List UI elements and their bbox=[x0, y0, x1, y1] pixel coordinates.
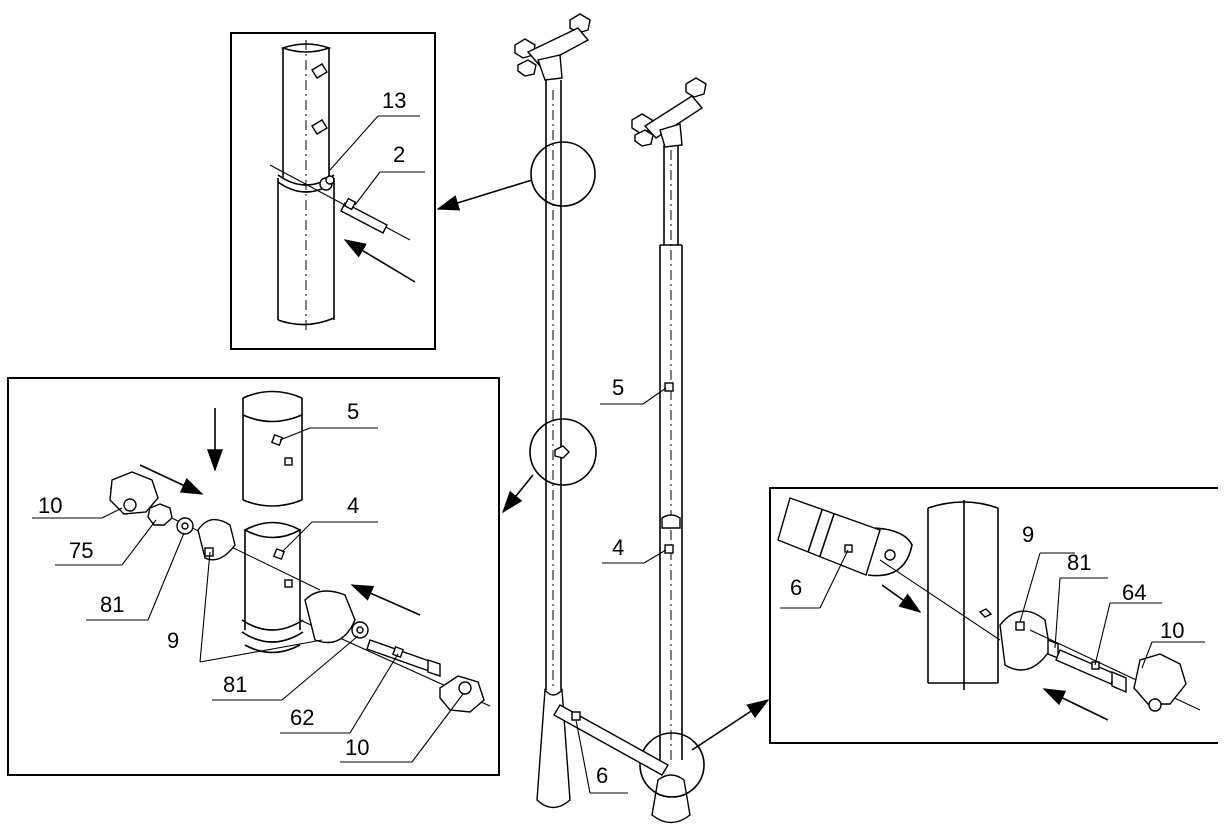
direction-arrow-top bbox=[343, 239, 416, 283]
detail-circle-bottom bbox=[639, 732, 705, 798]
bolt-64 bbox=[1055, 649, 1127, 694]
washer-81-detail bbox=[1047, 638, 1059, 660]
detail-circle-top bbox=[530, 141, 596, 207]
callout-6-main: 6 bbox=[596, 763, 608, 788]
vertical-pole bbox=[927, 500, 999, 690]
upper-tube-section bbox=[242, 390, 303, 507]
callout-9-left: 9 bbox=[167, 628, 179, 653]
callout-4-left: 4 bbox=[347, 493, 359, 518]
cap-9-detail bbox=[999, 610, 1051, 671]
callout-5-main: 5 bbox=[612, 375, 624, 400]
washer-81-left bbox=[176, 517, 194, 535]
callout-4-main: 4 bbox=[612, 535, 624, 560]
knob-5-main bbox=[664, 382, 674, 392]
direction-arrow-left-fasteners bbox=[139, 464, 204, 495]
left-detail-panel: 5 4 10 75 81 9 81 62 10 bbox=[7, 377, 500, 776]
callout-62: 62 bbox=[290, 705, 314, 730]
callout-10-right-detail: 10 bbox=[1160, 618, 1184, 643]
callout-5-left: 5 bbox=[347, 399, 359, 424]
pointer-to-left-detail bbox=[501, 474, 534, 514]
tube-6 bbox=[777, 497, 913, 577]
callout-6-right: 6 bbox=[790, 575, 802, 600]
direction-arrow-right-detail-b bbox=[1042, 688, 1109, 721]
left-detail-frame bbox=[7, 377, 500, 776]
washer-81-right bbox=[351, 621, 369, 639]
callout-64: 64 bbox=[1122, 580, 1146, 605]
callout-81-right-detail: 81 bbox=[1067, 550, 1091, 575]
callout-2: 2 bbox=[393, 142, 405, 167]
callout-13: 13 bbox=[382, 88, 406, 113]
knob-10-left bbox=[109, 471, 159, 515]
pointer-to-right-detail bbox=[691, 699, 770, 751]
cap-9-right bbox=[304, 590, 356, 644]
callout-81-right: 81 bbox=[223, 672, 247, 697]
bolt-2 bbox=[269, 164, 411, 241]
callout-10-right: 10 bbox=[345, 735, 369, 760]
stand-right-pole bbox=[631, 77, 707, 824]
upper-tube bbox=[280, 40, 332, 330]
lower-tube bbox=[277, 178, 335, 326]
callout-10-left: 10 bbox=[38, 493, 62, 518]
direction-arrow-right-detail-a bbox=[881, 584, 922, 613]
stand-left-pole bbox=[514, 13, 591, 809]
bolt-62 bbox=[366, 639, 441, 677]
direction-arrow-right-fasteners bbox=[350, 584, 421, 616]
crossbar-6 bbox=[553, 704, 669, 776]
callout-9-right: 9 bbox=[1022, 522, 1034, 547]
top-detail-frame bbox=[230, 32, 436, 350]
knob-10-detail bbox=[1133, 653, 1187, 712]
pointer-to-top-detail bbox=[436, 179, 533, 211]
right-detail-panel: 6 9 81 64 10 bbox=[769, 487, 1218, 744]
detail-circle-middle bbox=[529, 418, 597, 486]
cap-9-left bbox=[197, 518, 236, 561]
right-detail-frame bbox=[769, 487, 1218, 744]
nut-75 bbox=[147, 503, 173, 526]
joint-middle bbox=[554, 445, 570, 459]
lower-tube-section bbox=[241, 521, 304, 654]
knob-4-main bbox=[664, 544, 674, 554]
callout-81-left: 81 bbox=[100, 592, 124, 617]
knob-10-right bbox=[439, 675, 485, 713]
callout-75: 75 bbox=[69, 538, 93, 563]
top-detail-panel: 13 2 bbox=[230, 32, 436, 350]
